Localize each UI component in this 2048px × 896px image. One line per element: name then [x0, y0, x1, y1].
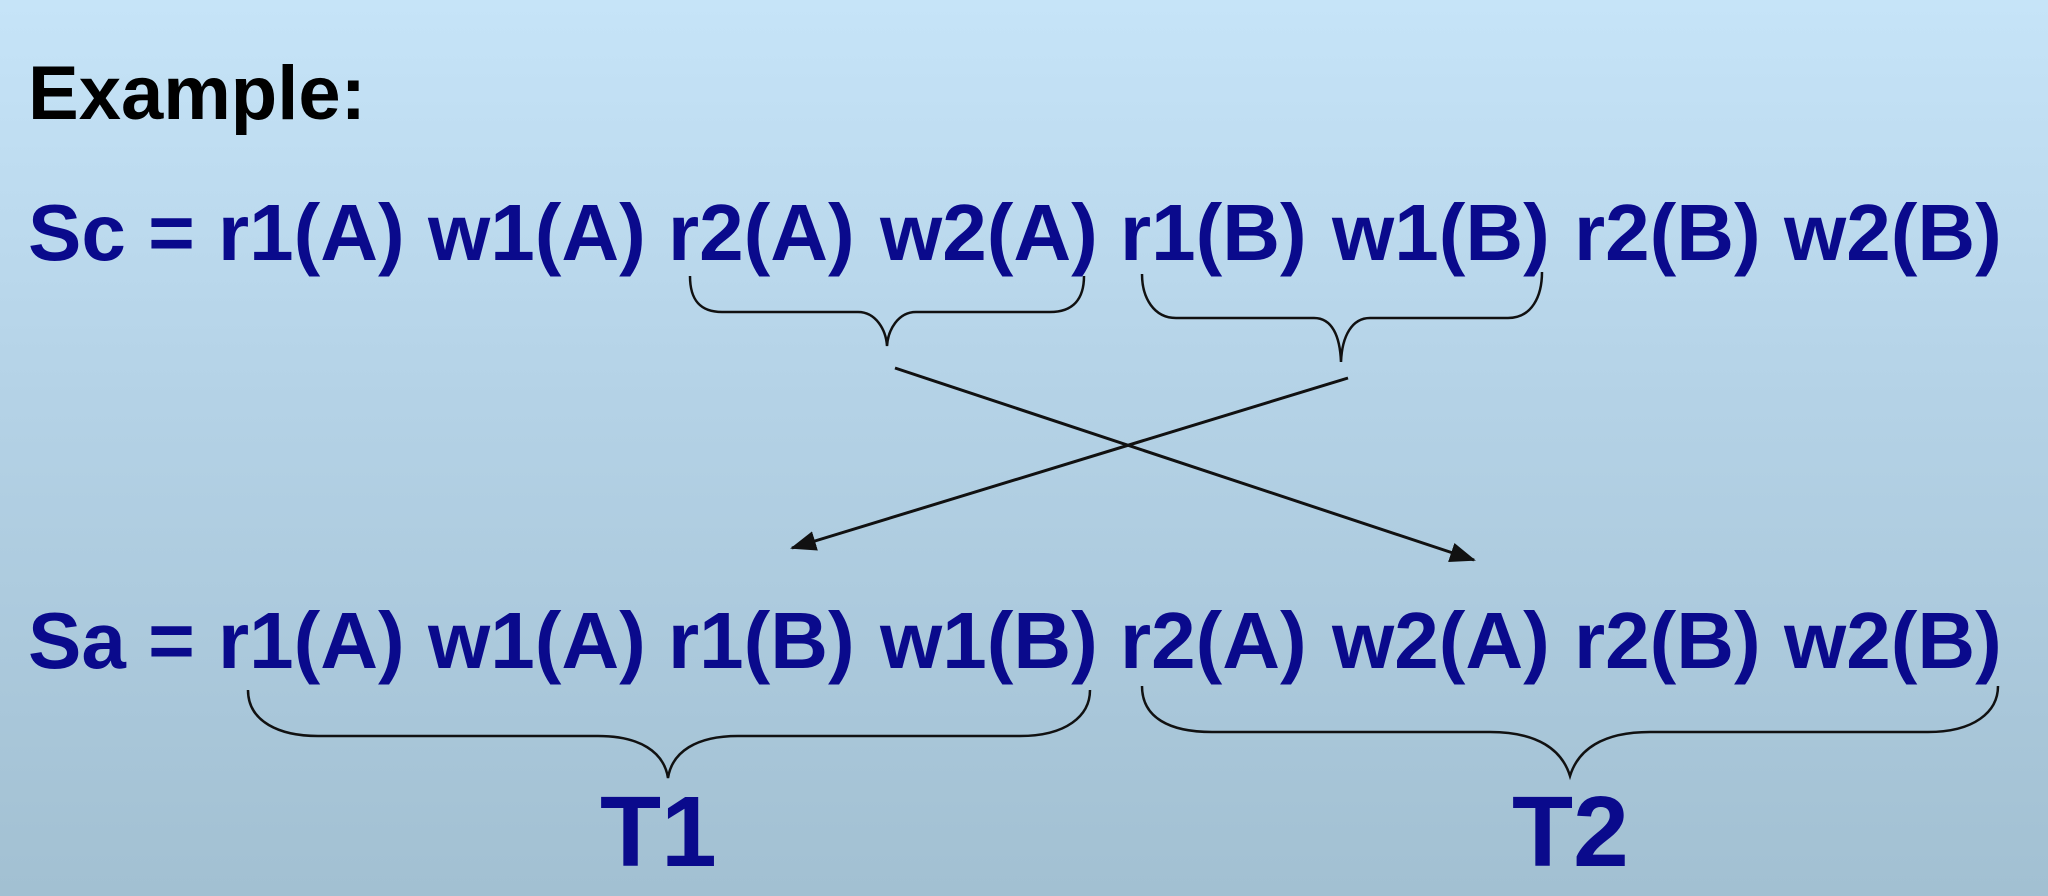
sa-op-5: r2(A) — [1120, 596, 1307, 685]
sa-op-2: w1(A) — [427, 596, 646, 685]
brace-sc-t1-b — [1140, 271, 1544, 363]
schedule-sa-label: Sa = — [28, 596, 195, 685]
schedule-sa: Sa = r1(A) w1(A) r1(B) w1(B) r2(A) w2(A)… — [28, 596, 2002, 685]
brace-sa-t2 — [1140, 685, 2000, 781]
sc-op-7: r2(B) — [1574, 188, 1761, 277]
schedule-sc: Sc = r1(A) w1(A) r2(A) w2(A) r1(B) w1(B)… — [28, 188, 2002, 277]
sc-op-4: w2(A) — [879, 188, 1098, 277]
sa-op-6: w2(A) — [1331, 596, 1550, 685]
arrow-t1b-to-sa — [790, 376, 1349, 551]
slide-title: Example: — [28, 51, 366, 136]
sc-op-3: r2(A) — [668, 188, 855, 277]
transaction-label-t1: T1 — [600, 776, 717, 888]
schedule-sc-label: Sc = — [28, 188, 195, 277]
sc-op-1: r1(A) — [218, 188, 405, 277]
sc-op-8: w2(B) — [1783, 188, 2002, 277]
transaction-label-t2: T2 — [1512, 776, 1629, 888]
brace-sa-t1 — [246, 689, 1092, 779]
sc-op-5: r1(B) — [1120, 188, 1307, 277]
sa-op-7: r2(B) — [1574, 596, 1761, 685]
sc-op-6: w1(B) — [1331, 188, 1550, 277]
sc-op-2: w1(A) — [427, 188, 646, 277]
arrow-t2a-to-sa — [894, 366, 1476, 562]
brace-sc-t2-a — [688, 275, 1086, 347]
sa-op-8: w2(B) — [1783, 596, 2002, 685]
sa-op-1: r1(A) — [218, 596, 405, 685]
sa-op-4: w1(B) — [879, 596, 1098, 685]
sa-op-3: r1(B) — [668, 596, 855, 685]
